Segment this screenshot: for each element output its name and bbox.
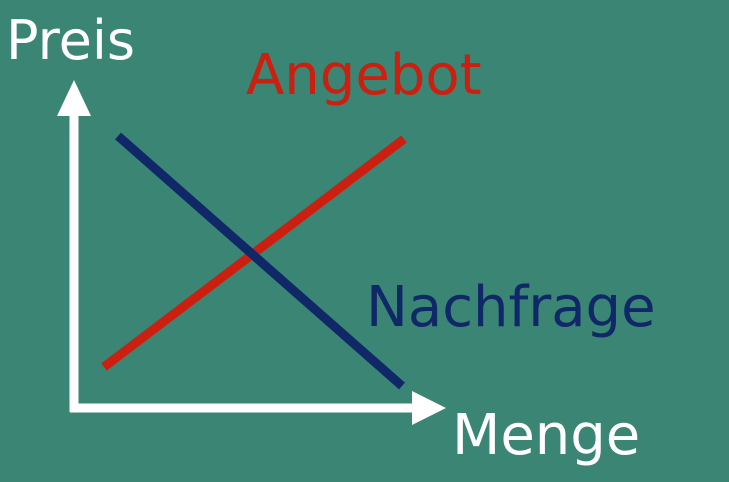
y-axis-arrowhead: [57, 80, 91, 116]
supply-label: Angebot: [246, 43, 482, 108]
y-axis-label: Preis: [6, 9, 135, 72]
demand-curve: [115, 132, 405, 390]
x-axis-arrowhead: [412, 391, 446, 425]
demand-label: Nachfrage: [366, 275, 656, 340]
x-axis-label: Menge: [452, 403, 641, 468]
